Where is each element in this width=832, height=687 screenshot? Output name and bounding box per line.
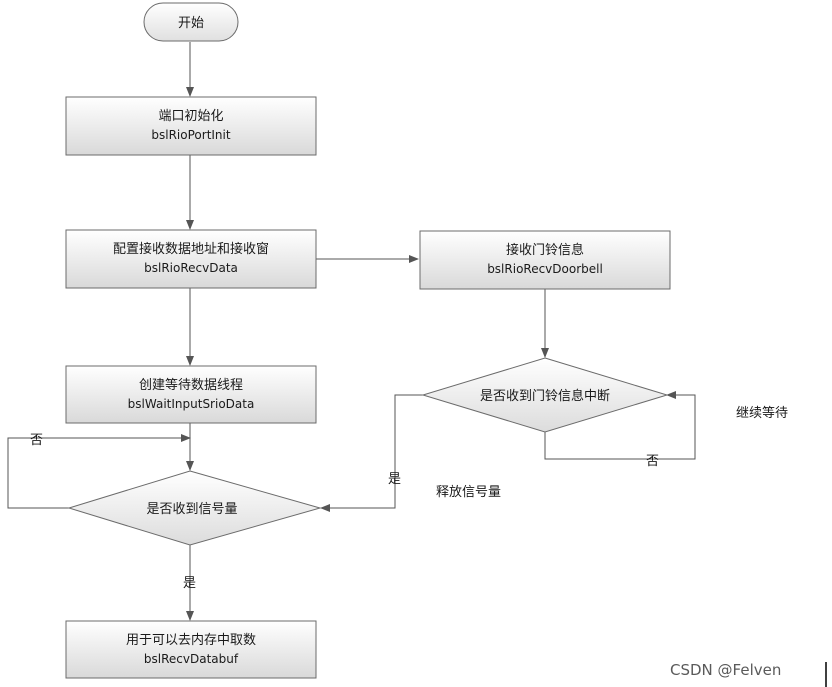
- watermark-text: CSDN @Felven: [670, 661, 781, 679]
- edge-label-yes-right: 是: [388, 472, 401, 487]
- port-init-title: 端口初始化: [158, 109, 223, 124]
- edge-semaphore-no-loop: [7, 434, 191, 509]
- use-buf-title: 用于可以去内存中取数: [126, 632, 256, 648]
- process-recv-data: 配置接收数据地址和接收窗 bslRioRecvData: [65, 229, 317, 289]
- doorbell-irq-label: 是否收到门铃信息中断: [480, 388, 610, 404]
- semaphore-label: 是否收到信号量: [146, 502, 237, 517]
- annotation-continue-wait: 继续等待: [736, 405, 788, 421]
- process-recv-doorbell: 接收门铃信息 bslRioRecvDoorbell: [419, 230, 671, 290]
- recv-doorbell-func: bslRioRecvDoorbell: [487, 262, 603, 276]
- process-port-init: 端口初始化 bslRioPortInit: [65, 96, 317, 156]
- decision-doorbell-irq: 是否收到门铃信息中断: [421, 357, 669, 433]
- decision-semaphore: 是否收到信号量: [67, 470, 322, 546]
- edge-label-yes-bottom: 是: [183, 576, 196, 591]
- port-init-func: bslRioPortInit: [151, 128, 230, 142]
- create-thread-func: bslWaitInputSrioData: [128, 397, 255, 411]
- annotation-release-semaphore: 释放信号量: [436, 485, 501, 500]
- edge-label-no-left: 否: [30, 433, 43, 448]
- recv-doorbell-title: 接收门铃信息: [506, 242, 584, 258]
- recv-data-title: 配置接收数据地址和接收窗: [113, 241, 269, 257]
- start-label: 开始: [178, 16, 204, 31]
- connectors: [7, 42, 696, 621]
- process-use-buf: 用于可以去内存中取数 bslRecvDatabuf: [65, 620, 317, 679]
- recv-data-func: bslRioRecvData: [144, 261, 238, 275]
- edge-irq-yes-to-semaphore: [320, 394, 423, 512]
- create-thread-title: 创建等待数据线程: [139, 377, 243, 393]
- edge-irq-no-loop: [544, 391, 696, 460]
- edge-label-no-right: 否: [646, 454, 659, 469]
- process-create-thread: 创建等待数据线程 bslWaitInputSrioData: [65, 365, 317, 424]
- start-terminal: 开始: [143, 2, 239, 42]
- use-buf-func: bslRecvDatabuf: [144, 652, 239, 666]
